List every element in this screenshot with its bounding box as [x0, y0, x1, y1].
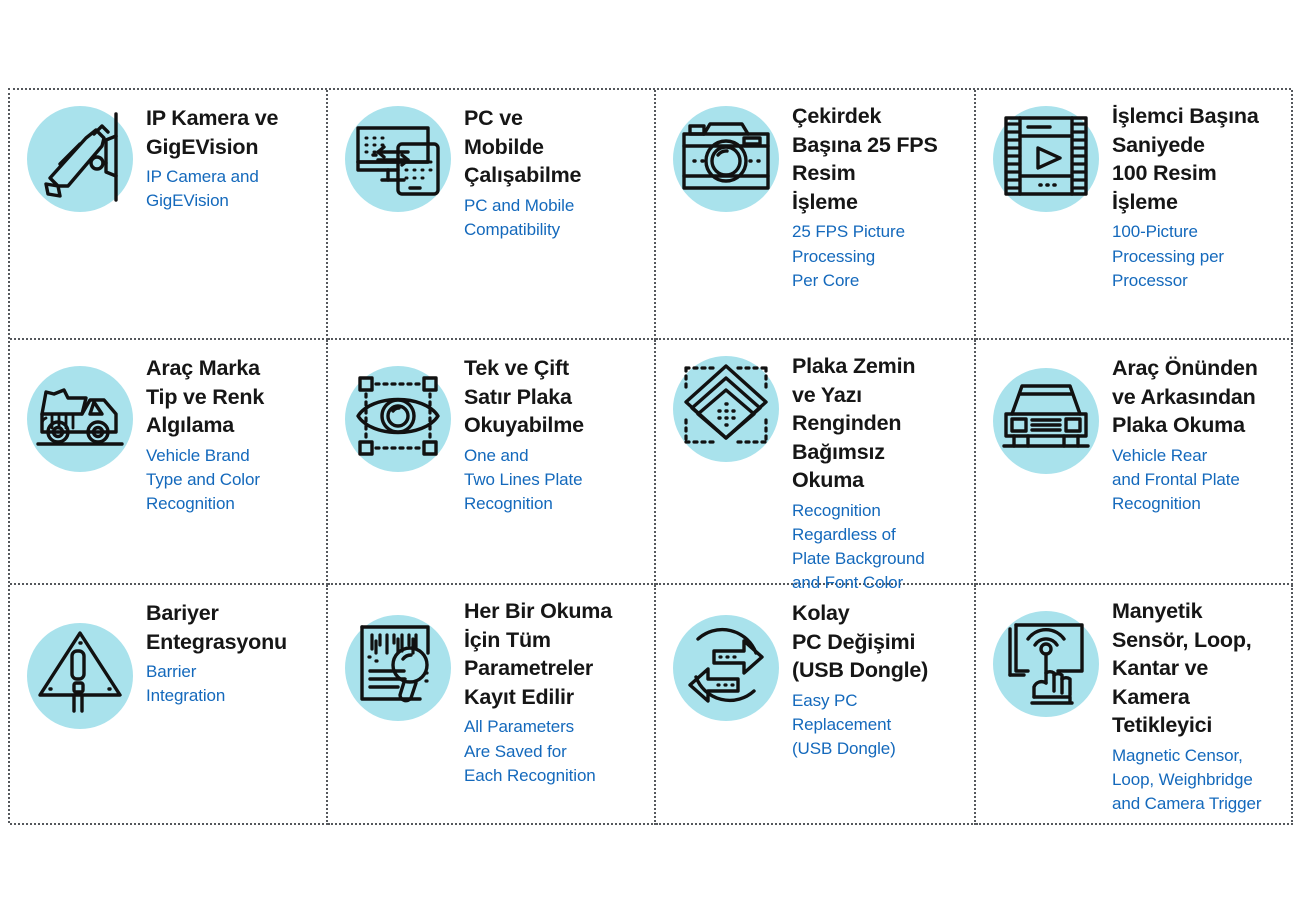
text-container: Araç Önünden ve Arkasından Plaka Okuma V…: [1112, 350, 1287, 516]
feature-card[interactable]: PC ve Mobilde Çalışabilme PC and Mobile …: [328, 90, 656, 340]
feature-card[interactable]: Manyetik Sensör, Loop, Kantar ve Kamera …: [976, 585, 1293, 825]
text-container: Tek ve Çift Satır Plaka Okuyabilme One a…: [464, 350, 650, 516]
feature-subtitle: Vehicle Rear and Frontal Plate Recogniti…: [1112, 445, 1240, 514]
feature-title: İşlemci Başına Saniyede 100 Resim İşleme: [1112, 104, 1259, 214]
feature-title: Manyetik Sensör, Loop, Kantar ve Kamera …: [1112, 599, 1252, 738]
warning-triangle-icon: [38, 631, 122, 713]
car-front-icon: [1002, 384, 1090, 448]
icon-container: [670, 609, 782, 721]
eye-scan-icon: [356, 376, 440, 456]
text-container: İşlemci Başına Saniyede 100 Resim İşleme…: [1112, 100, 1287, 293]
feature-subtitle: All Parameters Are Saved for Each Recogn…: [464, 717, 596, 785]
icon-container: [24, 100, 136, 212]
feature-card[interactable]: Bariyer Entegrasyonu Barrier Integration: [10, 585, 328, 825]
feature-title: Araç Önünden ve Arkasından Plaka Okuma: [1112, 356, 1258, 438]
film-strip-play-icon: [1004, 116, 1088, 196]
cctv-camera-icon: [44, 112, 118, 202]
feature-card[interactable]: Araç Önünden ve Arkasından Plaka Okuma V…: [976, 340, 1293, 585]
layered-diamonds-icon: [684, 364, 768, 444]
text-container: Araç Marka Tip ve Renk Algılama Vehicle …: [146, 350, 322, 516]
feature-subtitle: Recognition Regardless of Plate Backgrou…: [792, 500, 925, 593]
document-magnifier-icon: [360, 625, 430, 703]
icon-container: [670, 100, 782, 212]
feature-title: Her Bir Okuma İçin Tüm Parametreler Kayı…: [464, 599, 612, 709]
text-container: IP Kamera ve GigEVision IP Camera and Gi…: [146, 100, 322, 213]
photo-camera-icon: [682, 122, 770, 190]
feature-card[interactable]: İşlemci Başına Saniyede 100 Resim İşleme…: [976, 90, 1293, 340]
feature-subtitle: PC and Mobile Compatibility: [464, 195, 575, 239]
feature-card[interactable]: Her Bir Okuma İçin Tüm Parametreler Kayı…: [328, 585, 656, 825]
feature-subtitle: Vehicle Brand Type and Color Recognition: [146, 445, 260, 514]
feature-card[interactable]: Çekirdek Başına 25 FPS Resim İşleme 25 F…: [656, 90, 976, 340]
icon-container: [342, 360, 454, 472]
text-container: Kolay PC Değişimi (USB Dongle) Easy PC R…: [792, 595, 970, 761]
icon-container: [990, 362, 1102, 474]
icon-background-circle: [27, 623, 133, 729]
feature-subtitle: Magnetic Censor, Loop, Weighbridge and C…: [1112, 745, 1262, 814]
dump-truck-icon: [36, 388, 124, 446]
feature-title: Kolay PC Değişimi (USB Dongle): [792, 601, 929, 683]
icon-container: [990, 605, 1102, 717]
exchange-arrows-icon: [688, 627, 764, 703]
text-container: Manyetik Sensör, Loop, Kantar ve Kamera …: [1112, 595, 1287, 816]
feature-title: PC ve Mobilde Çalışabilme: [464, 106, 582, 188]
feature-title: Plaka Zemin ve Yazı Renginden Bağımsız O…: [792, 354, 916, 493]
icon-container: [990, 100, 1102, 212]
icon-container: [670, 350, 782, 462]
icon-container: [342, 100, 454, 212]
feature-card[interactable]: Plaka Zemin ve Yazı Renginden Bağımsız O…: [656, 340, 976, 592]
touch-sensor-icon: [1008, 623, 1084, 705]
text-container: PC ve Mobilde Çalışabilme PC and Mobile …: [464, 100, 650, 242]
text-container: Çekirdek Başına 25 FPS Resim İşleme 25 F…: [792, 100, 970, 293]
feature-subtitle: 100-Picture Processing per Processor: [1112, 222, 1224, 290]
feature-card[interactable]: Tek ve Çift Satır Plaka Okuyabilme One a…: [328, 340, 656, 585]
feature-subtitle: 25 FPS Picture Processing Per Core: [792, 222, 905, 290]
feature-subtitle: Barrier Integration: [146, 662, 226, 706]
desktop-mobile-sync-icon: [356, 126, 440, 196]
text-container: Bariyer Entegrasyonu Barrier Integration: [146, 595, 322, 708]
icon-container: [24, 360, 136, 472]
text-container: Plaka Zemin ve Yazı Renginden Bağımsız O…: [792, 350, 970, 595]
feature-card[interactable]: IP Kamera ve GigEVision IP Camera and Gi…: [10, 90, 328, 340]
feature-subtitle: IP Camera and GigEVision: [146, 167, 259, 211]
feature-card[interactable]: Kolay PC Değişimi (USB Dongle) Easy PC R…: [656, 585, 976, 825]
icon-container: [342, 609, 454, 721]
feature-subtitle: Easy PC Replacement (USB Dongle): [792, 690, 896, 759]
feature-title: Tek ve Çift Satır Plaka Okuyabilme: [464, 356, 584, 438]
feature-subtitle: One and Two Lines Plate Recognition: [464, 445, 583, 514]
icon-container: [24, 617, 136, 729]
feature-card[interactable]: Araç Marka Tip ve Renk Algılama Vehicle …: [10, 340, 328, 585]
icon-background-circle: [673, 615, 779, 721]
feature-title: Araç Marka Tip ve Renk Algılama: [146, 356, 265, 438]
feature-grid: IP Kamera ve GigEVision IP Camera and Gi…: [8, 88, 1293, 825]
feature-title: Çekirdek Başına 25 FPS Resim İşleme: [792, 104, 938, 214]
feature-title: IP Kamera ve GigEVision: [146, 106, 279, 159]
text-container: Her Bir Okuma İçin Tüm Parametreler Kayı…: [464, 595, 650, 788]
feature-title: Bariyer Entegrasyonu: [146, 601, 287, 654]
